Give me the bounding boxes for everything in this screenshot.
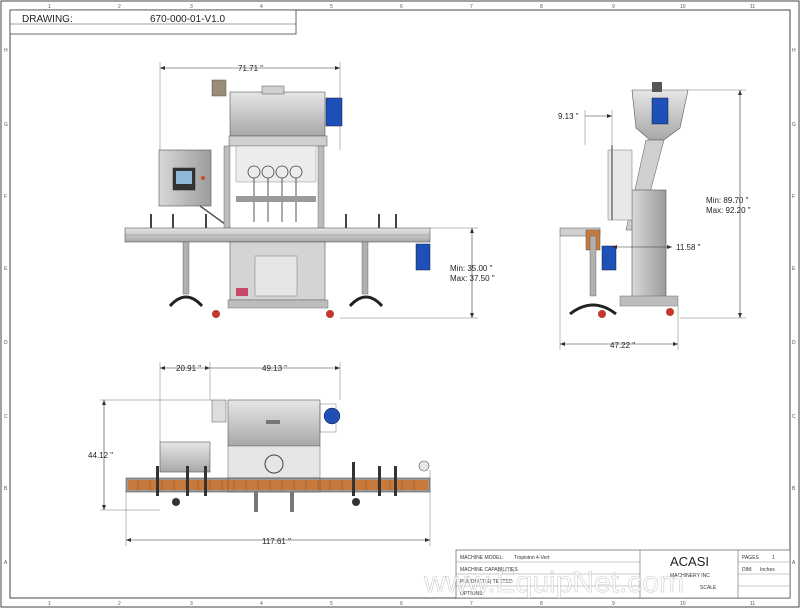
front-width-dim: 71.71 " — [238, 64, 263, 73]
options-label: OPTIONS: — [460, 591, 484, 597]
grid-col-2-bottom: 2 — [118, 601, 121, 607]
front-blue-motor — [325, 97, 343, 127]
grid-col-3-top: 3 — [190, 4, 193, 10]
grid-col-7-top: 7 — [470, 4, 473, 10]
grid-col-5-bottom: 5 — [330, 601, 333, 607]
grid-row-a-right: A — [792, 560, 796, 566]
product-tested-label: PRODUCT(S) TESTED — [460, 579, 513, 585]
top-blue-motor — [323, 407, 341, 425]
grid-col-4-top: 4 — [260, 4, 263, 10]
grid-row-d-left: D — [4, 340, 8, 346]
grid-row-c-right: C — [792, 414, 796, 420]
side-blue-motor — [651, 97, 669, 125]
company-sub: MACHINERY INC — [670, 573, 710, 579]
drawing-label: DRAWING: — [22, 14, 73, 25]
top-control-panel — [159, 441, 211, 473]
grid-row-a-left: A — [4, 560, 8, 566]
grid-row-e-left: E — [4, 266, 8, 272]
side-blue-drive — [601, 245, 617, 271]
grid-row-h-right: H — [792, 48, 796, 54]
grid-col-4-bottom: 4 — [260, 601, 263, 607]
grid-col-1-bottom: 1 — [48, 601, 51, 607]
grid-col-10-bottom: 10 — [680, 601, 686, 607]
grid-col-7-bottom: 7 — [470, 601, 473, 607]
grid-col-11-top: 11 — [750, 4, 755, 10]
grid-row-h-left: H — [4, 48, 8, 54]
scale-label: SCALE — [700, 585, 717, 591]
side-depth-dim: 47.22 " — [610, 341, 635, 350]
machine-model-label: MACHINE MODEL: — [460, 555, 504, 561]
top-conveyor-chain — [128, 480, 428, 490]
title-block: MACHINE MODEL: Tropiston 4-Vert MACHINE … — [455, 549, 791, 599]
side-height-max: Max: 92.20 " — [706, 206, 751, 215]
grid-col-8-bottom: 8 — [540, 601, 543, 607]
grid-row-g-right: G — [792, 122, 796, 128]
side-column — [631, 189, 667, 301]
top-left-dim: 20.91 " — [176, 364, 201, 373]
grid-col-9-bottom: 9 — [612, 601, 615, 607]
grid-row-f-left: F — [4, 194, 7, 200]
grid-col-11-bottom: 11 — [750, 601, 755, 607]
company-name: ACASI — [670, 554, 709, 569]
front-height-min: Min: 35.00 " — [450, 264, 493, 273]
grid-row-labels: H G F E D C B A H G F E D C B A — [4, 48, 796, 566]
front-hopper — [229, 91, 326, 137]
grid-col-10-top: 10 — [680, 4, 686, 10]
grid-col-2-top: 2 — [118, 4, 121, 10]
top-mid-dim: 49.13 " — [262, 364, 287, 373]
watermark: www.EquipNet.com — [423, 566, 684, 599]
front-height-max: Max: 37.50 " — [450, 274, 495, 283]
top-depth-dim: 44.12 " — [88, 451, 113, 460]
grid-col-3-bottom: 3 — [190, 601, 193, 607]
side-height-min: Min: 89.70 " — [706, 196, 749, 205]
top-length-dim: 117.61 " — [262, 537, 291, 546]
top-view: 20.91 " 49.13 " — [88, 362, 431, 546]
front-view: 71.71 " — [124, 62, 495, 319]
drawing-header: DRAWING: 670-000-01-V1.0 — [9, 9, 297, 35]
grid-row-f-right: F — [792, 194, 795, 200]
grid-col-6-top: 6 — [400, 4, 403, 10]
grid-col-8-top: 8 — [540, 4, 543, 10]
dim-label: DIM: — [742, 567, 753, 573]
machine-capabilities-label: MACHINE CAPABILITIES — [460, 567, 518, 573]
grid-col-5-top: 5 — [330, 4, 333, 10]
drawing-number: 670-000-01-V1.0 — [150, 14, 225, 25]
grid-row-d-right: D — [792, 340, 796, 346]
grid-col-6-bottom: 6 — [400, 601, 403, 607]
inner-border — [9, 9, 791, 599]
grid-row-c-left: C — [4, 414, 8, 420]
grid-row-e-right: E — [792, 266, 796, 272]
grid-col-9-top: 9 — [612, 4, 615, 10]
grid-col-1-top: 1 — [48, 4, 51, 10]
grid-row-b-left: B — [4, 486, 8, 492]
machine-model-value: Tropiston 4-Vert — [514, 555, 550, 561]
side-top-offset-dim: 9.13 " — [558, 112, 579, 121]
side-mid-dim: 11.58 " — [676, 243, 701, 252]
dim-value: Inches — [760, 567, 775, 573]
pages-value: 1 — [772, 555, 775, 561]
grid-column-labels: 1 2 3 4 5 6 7 8 9 10 11 1 2 3 4 5 6 7 8 … — [48, 4, 755, 607]
grid-row-g-left: G — [4, 122, 8, 128]
front-blue-drive — [415, 243, 431, 271]
side-view: 9.13 " 11.58 " Min: 89.70 " Max: 92.2 — [558, 82, 751, 350]
grid-row-b-right: B — [792, 486, 796, 492]
pages-label: PAGES — [742, 555, 760, 561]
